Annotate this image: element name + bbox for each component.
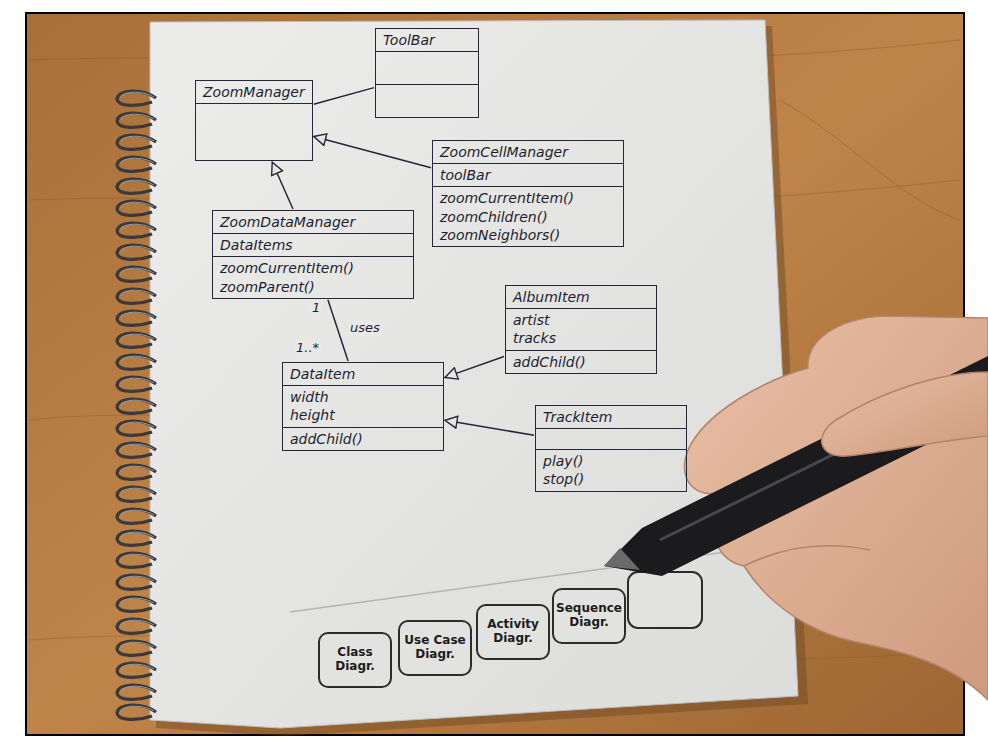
- button-label: Sequence Diagr.: [556, 602, 622, 630]
- multiplicity-label: 1: [310, 300, 322, 316]
- class-member-section: play() stop(): [536, 450, 686, 490]
- button-label: Class Diagr.: [323, 646, 387, 674]
- class-members: addChild(): [290, 430, 363, 448]
- class-members: addChild(): [513, 353, 586, 371]
- blank-tab-button: [628, 572, 702, 628]
- tab-button: Class Diagr.: [318, 632, 392, 688]
- class-members: width height: [290, 388, 335, 424]
- class-box: AlbumItem artist tracks addChild(): [505, 285, 657, 374]
- pen: [604, 356, 988, 576]
- tab-button: Activity Diagr.: [476, 604, 550, 660]
- class-member-section: zoomCurrentItem() zoomParent(): [213, 257, 413, 297]
- class-name-section: ZoomDataManager: [213, 211, 413, 234]
- class-member-section: width height: [283, 386, 443, 427]
- tab-button: Sequence Diagr.: [552, 588, 626, 644]
- class-name: AlbumItem: [513, 288, 649, 306]
- class-member-section: toolBar: [433, 164, 623, 187]
- class-members: DataItems: [220, 236, 293, 254]
- class-member-section: [196, 104, 312, 160]
- thumb: [822, 372, 988, 456]
- button-label: Activity Diagr.: [481, 618, 545, 646]
- class-name: TrackItem: [543, 408, 679, 426]
- class-name: ZoomDataManager: [220, 213, 406, 231]
- class-member-section: artist tracks: [506, 309, 656, 350]
- class-name-section: ZoomCellManager: [433, 141, 623, 164]
- inheritance-arrow: [272, 162, 293, 209]
- class-name-section: AlbumItem: [506, 286, 656, 309]
- multiplicity-label: 1..*: [294, 340, 321, 356]
- class-name: ToolBar: [383, 31, 471, 49]
- class-name-section: ZoomManager: [196, 81, 312, 104]
- inheritance-arrow: [445, 357, 504, 378]
- class-box: ZoomManager: [195, 80, 313, 161]
- class-member-section: DataItems: [213, 234, 413, 257]
- inheritance-arrow: [445, 420, 534, 435]
- class-member-section: zoomCurrentItem() zoomChildren() zoomNei…: [433, 187, 623, 246]
- class-name-section: TrackItem: [536, 406, 686, 429]
- association-line: [328, 300, 348, 361]
- edge-label: uses: [348, 320, 382, 336]
- class-member-section: [376, 52, 478, 85]
- class-box: ZoomDataManagerDataItems zoomCurrentItem(…: [212, 210, 414, 299]
- inheritance-arrow: [314, 137, 431, 168]
- tab-button: Use Case Diagr.: [398, 620, 472, 676]
- class-box: TrackItem play() stop(): [535, 405, 687, 492]
- class-member-section: [376, 85, 478, 117]
- class-members: zoomCurrentItem() zoomChildren() zoomNei…: [440, 189, 574, 244]
- notebook-page: [150, 20, 798, 728]
- class-name-section: DataItem: [283, 363, 443, 386]
- class-name: ZoomCellManager: [440, 143, 616, 161]
- class-member-section: addChild(): [283, 428, 443, 450]
- class-name-section: ToolBar: [376, 29, 478, 52]
- button-label: Use Case Diagr.: [403, 634, 467, 662]
- class-box: ToolBar: [375, 28, 479, 118]
- class-box: ZoomCellManager toolBar zoomCurrentItem() …: [432, 140, 624, 247]
- class-name: ZoomManager: [203, 83, 305, 101]
- class-member-section: [536, 429, 686, 450]
- class-members: zoomCurrentItem() zoomParent(): [220, 259, 354, 295]
- class-members: toolBar: [440, 166, 490, 184]
- class-member-section: addChild(): [506, 351, 656, 373]
- class-members: play() stop(): [543, 452, 584, 488]
- class-box: DataItem width height addChild(): [282, 362, 444, 451]
- association-line: [314, 88, 374, 105]
- spiral-binding: [117, 91, 156, 719]
- class-members: artist tracks: [513, 311, 556, 347]
- class-name: DataItem: [290, 365, 436, 383]
